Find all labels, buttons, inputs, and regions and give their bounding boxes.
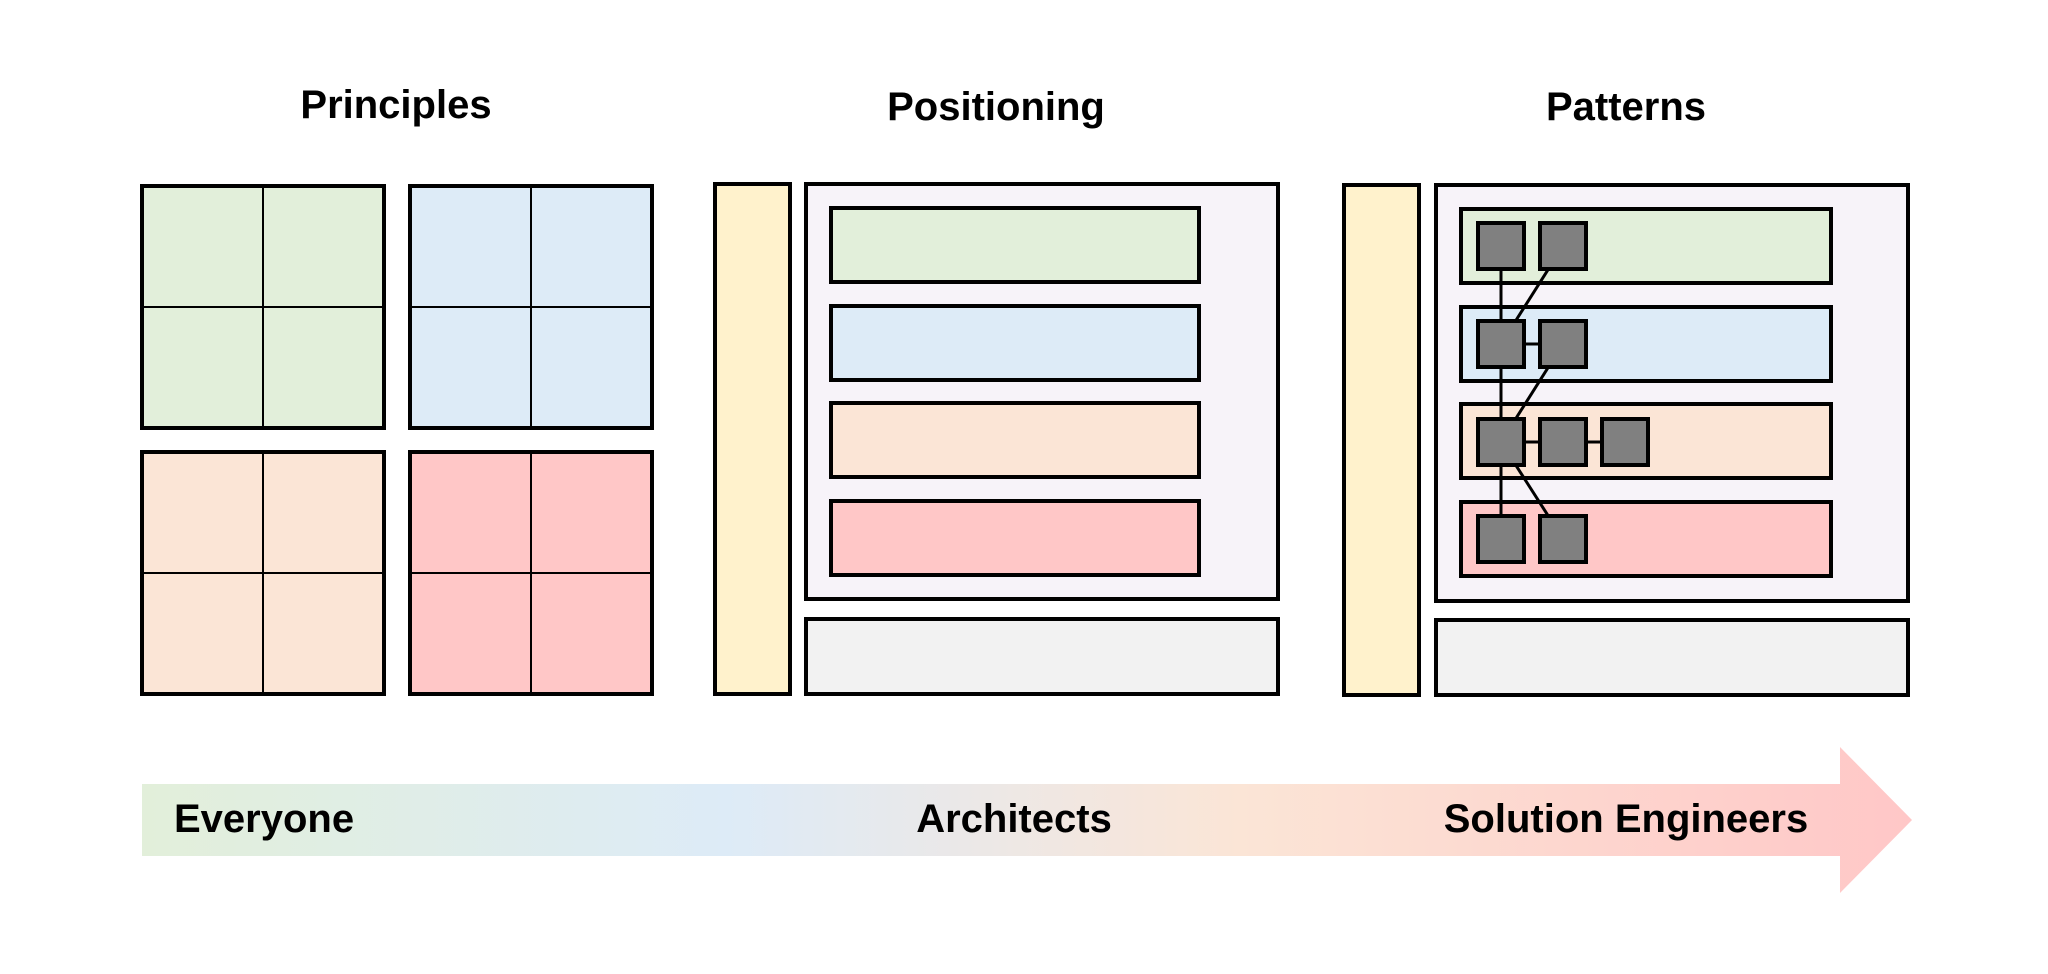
principle-quadrant-peach	[140, 450, 386, 696]
positioning-title: Positioning	[887, 85, 1105, 129]
patterns-side-bar	[1342, 183, 1421, 697]
principles-title: Principles	[300, 83, 491, 127]
principle-quadrant-red	[408, 450, 654, 696]
patterns-group	[1342, 183, 1910, 697]
pattern-node	[1476, 319, 1526, 369]
pattern-node	[1600, 417, 1650, 467]
pattern-node	[1538, 221, 1588, 271]
audience-arrow-shape	[142, 747, 1912, 893]
pattern-node	[1476, 417, 1526, 467]
positioning-bottom-bar	[804, 617, 1280, 696]
audience-architects-label: Architects	[916, 797, 1112, 841]
positioning-layer-green	[829, 206, 1201, 284]
pattern-node	[1476, 514, 1526, 564]
pattern-nodes	[1476, 221, 1650, 564]
pattern-node	[1476, 221, 1526, 271]
positioning-layer-blue	[829, 304, 1201, 382]
pattern-node	[1538, 417, 1588, 467]
audience-arrow: Everyone Architects Solution Engineers	[142, 747, 1912, 893]
principles-group	[140, 184, 654, 696]
positioning-layer-peach	[829, 401, 1201, 479]
patterns-title: Patterns	[1546, 85, 1706, 129]
principle-quadrant-green	[140, 184, 386, 430]
pattern-node	[1538, 319, 1588, 369]
principle-quadrant-blue	[408, 184, 654, 430]
pattern-node	[1538, 514, 1588, 564]
audience-everyone-label: Everyone	[174, 797, 354, 841]
positioning-group	[713, 182, 1280, 696]
positioning-side-bar	[713, 182, 792, 696]
audience-solution-engineers-label: Solution Engineers	[1444, 797, 1808, 841]
positioning-layer-red	[829, 499, 1201, 577]
patterns-bottom-bar	[1434, 618, 1910, 697]
